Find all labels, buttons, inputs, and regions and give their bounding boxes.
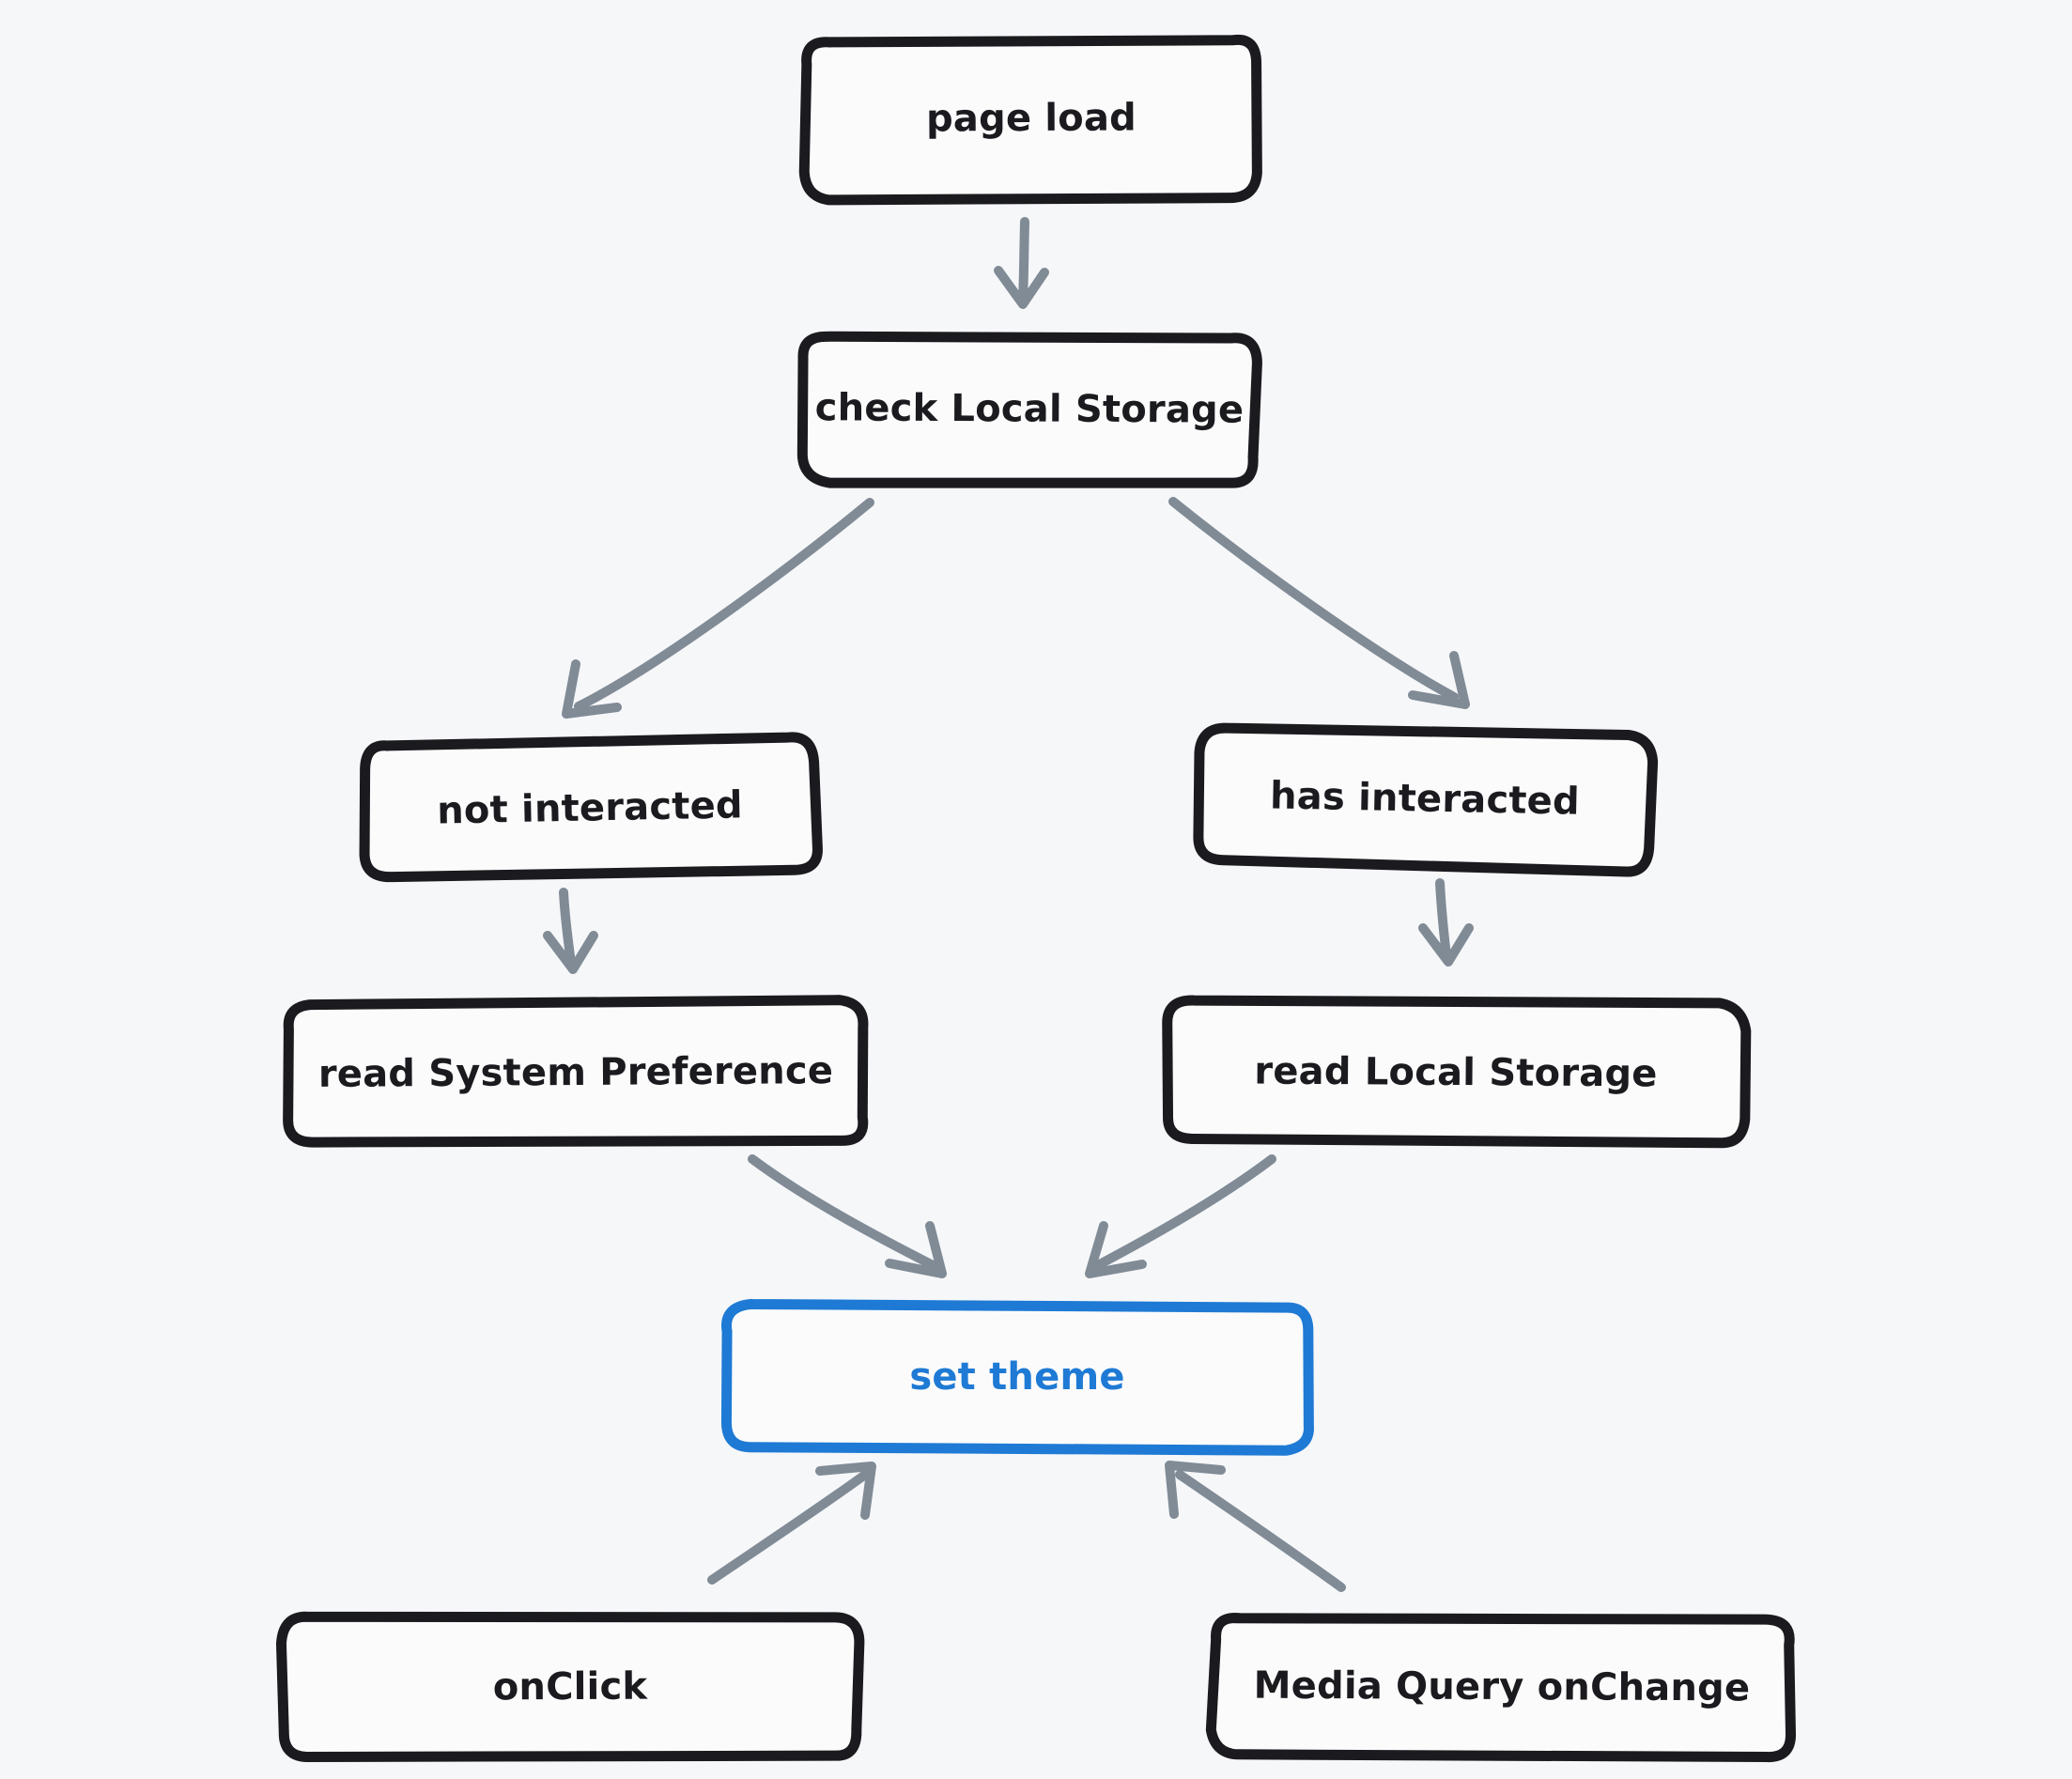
edge-line <box>1168 497 1459 702</box>
node-box[interactable] <box>283 995 869 1148</box>
edge-line <box>1018 217 1029 303</box>
edge-line <box>574 498 874 711</box>
arrowhead-icon <box>885 1221 947 1278</box>
arrowhead-icon <box>994 266 1049 309</box>
node-label: read System Preference <box>318 1049 834 1096</box>
node-media-query-onchange[interactable]: Media Query onChange <box>1205 1613 1797 1763</box>
node-has-interacted[interactable]: has interacted <box>1193 722 1659 877</box>
edge-read-local-storage-to-set-theme <box>1085 1154 1276 1278</box>
node-box[interactable] <box>798 34 1262 206</box>
edge-on-click-to-set-theme <box>707 1462 876 1585</box>
edge-media-query-onchange-to-set-theme <box>1165 1461 1346 1592</box>
node-box[interactable] <box>796 331 1262 488</box>
arrowhead-icon <box>1418 923 1474 967</box>
node-label: check Local Storage <box>815 386 1245 431</box>
node-set-theme[interactable]: set theme <box>720 1298 1314 1456</box>
arrowhead-icon <box>543 931 598 974</box>
edge-line <box>707 1470 870 1585</box>
node-check-local-storage[interactable]: check Local Storage <box>796 331 1262 488</box>
arrowhead-icon <box>1408 651 1470 709</box>
edge-line <box>1091 1154 1276 1271</box>
edge-line <box>1175 1470 1346 1592</box>
node-box[interactable] <box>275 1611 865 1762</box>
node-label: read Local Storage <box>1254 1050 1658 1096</box>
node-on-click[interactable]: onClick <box>275 1611 865 1762</box>
node-box[interactable] <box>720 1298 1314 1456</box>
node-box[interactable] <box>1162 995 1752 1149</box>
edge-line <box>748 1154 939 1271</box>
node-read-system-preference[interactable]: read System Preference <box>283 995 869 1148</box>
node-read-local-storage[interactable]: read Local Storage <box>1162 995 1752 1149</box>
node-label: set theme <box>909 1355 1124 1399</box>
node-box[interactable] <box>359 732 823 883</box>
edges-layer <box>543 217 1474 1592</box>
node-label: not interacted <box>437 783 743 832</box>
node-box[interactable] <box>1205 1613 1797 1763</box>
node-label: Media Query onChange <box>1254 1664 1751 1710</box>
arrowhead-icon <box>1165 1461 1226 1519</box>
arrowhead-icon <box>1085 1221 1147 1278</box>
node-not-interacted[interactable]: not interacted <box>359 732 823 883</box>
edge-check-local-storage-to-not-interacted <box>562 498 874 719</box>
edge-not-interacted-to-read-system-preference <box>543 888 598 974</box>
node-label: onClick <box>493 1665 649 1709</box>
edge-page-load-to-check-local-storage <box>994 217 1049 309</box>
edge-read-system-preference-to-set-theme <box>748 1154 947 1278</box>
node-box[interactable] <box>1193 722 1659 877</box>
nodes-layer: page load check Local Storage not interact… <box>275 34 1797 1763</box>
node-page-load[interactable]: page load <box>798 34 1262 206</box>
node-label: has interacted <box>1270 774 1581 823</box>
arrowhead-icon <box>562 659 622 719</box>
arrowhead-icon <box>815 1462 876 1520</box>
edge-check-local-storage-to-has-interacted <box>1168 497 1470 709</box>
edge-has-interacted-to-read-local-storage <box>1418 878 1474 967</box>
node-label: page load <box>926 97 1137 141</box>
